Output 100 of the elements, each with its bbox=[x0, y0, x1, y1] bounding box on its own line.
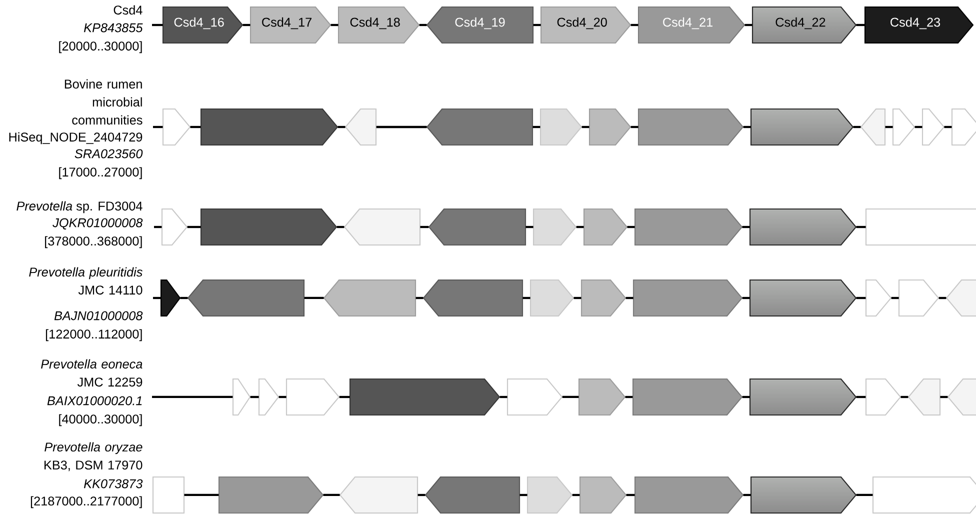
genome-line bbox=[152, 396, 233, 398]
genome-line bbox=[418, 494, 426, 496]
row-label: [20000..30000] bbox=[59, 41, 142, 54]
row-label: BAJN01000008 bbox=[54, 311, 143, 320]
gene-symbol bbox=[162, 108, 191, 146]
gene-symbol bbox=[872, 476, 976, 514]
genome-line bbox=[153, 126, 163, 128]
gene-symbol bbox=[530, 279, 574, 317]
gene-symbol bbox=[532, 208, 577, 246]
gene-symbol bbox=[579, 476, 627, 514]
genome-line bbox=[627, 226, 635, 228]
genome-line bbox=[526, 226, 534, 228]
gene-symbol bbox=[218, 476, 324, 514]
gene-symbol bbox=[946, 279, 976, 317]
genome-line bbox=[336, 226, 344, 228]
genome-line bbox=[630, 126, 638, 128]
gene-symbol bbox=[258, 378, 280, 416]
genome-line bbox=[242, 24, 250, 26]
row-label: [378000..368000] bbox=[45, 236, 142, 248]
gene-symbol bbox=[908, 378, 941, 416]
gene-symbol bbox=[428, 208, 526, 246]
gene-symbol bbox=[578, 378, 626, 416]
genome-line bbox=[625, 396, 633, 398]
genome-line bbox=[520, 494, 528, 496]
gene-symbol bbox=[749, 378, 857, 416]
gene-symbol bbox=[749, 279, 857, 317]
gene-symbol bbox=[860, 108, 886, 146]
row-label: Prevotella eoneca JMC 12259 bbox=[41, 359, 142, 387]
genome-line bbox=[743, 494, 751, 496]
genome-line bbox=[576, 226, 584, 228]
genome-line bbox=[856, 24, 865, 26]
gene-symbol bbox=[892, 108, 916, 146]
gene-symbol bbox=[349, 378, 500, 416]
genome-line bbox=[938, 296, 946, 300]
genome-line bbox=[339, 396, 350, 398]
genome-line bbox=[856, 396, 866, 398]
gene-symbol bbox=[898, 279, 940, 317]
gene-symbol bbox=[424, 476, 520, 514]
gene-symbol bbox=[200, 208, 338, 246]
row-label: [122000..112000] bbox=[46, 329, 142, 342]
gene-symbol bbox=[526, 476, 573, 514]
genome-line bbox=[416, 296, 424, 300]
genome-line bbox=[856, 494, 873, 496]
genome-line bbox=[522, 296, 530, 300]
genome-line bbox=[330, 24, 338, 26]
genome-line bbox=[376, 126, 427, 128]
genome-line bbox=[885, 126, 893, 128]
row-label: [17000..27000] bbox=[59, 167, 142, 180]
gene-symbol bbox=[922, 108, 945, 146]
genome-line bbox=[630, 24, 638, 26]
gene-symbol bbox=[865, 378, 902, 416]
genome-line bbox=[532, 126, 540, 128]
gene-symbol bbox=[161, 208, 188, 246]
row-label: BAIX01000020.1 bbox=[47, 396, 142, 406]
row-label: SRA023560 bbox=[74, 149, 143, 158]
gene-symbol bbox=[187, 279, 305, 317]
genome-line bbox=[420, 226, 429, 228]
genome-line bbox=[940, 396, 948, 398]
genome-line bbox=[856, 296, 866, 300]
gene-symbol bbox=[588, 108, 632, 146]
genome-line bbox=[743, 126, 751, 128]
genome-line bbox=[500, 396, 508, 398]
genome-line bbox=[184, 494, 219, 496]
row-label: KP843855 bbox=[84, 23, 143, 32]
gene-symbol bbox=[632, 279, 743, 317]
genome-line bbox=[152, 24, 163, 26]
gene-symbol bbox=[344, 208, 421, 246]
genome-line bbox=[419, 24, 427, 26]
genome-line bbox=[944, 126, 952, 128]
genome-line bbox=[190, 126, 201, 128]
gene-symbol bbox=[638, 108, 744, 146]
row-label: Prevotella oryzae KB3, DSM 17970 bbox=[44, 442, 142, 472]
row-label: Csd4 bbox=[114, 5, 142, 15]
gene-symbol bbox=[865, 279, 892, 317]
genome-line bbox=[154, 226, 162, 228]
genome-line bbox=[250, 396, 259, 398]
genome-line bbox=[187, 226, 201, 228]
genome-line bbox=[891, 296, 899, 300]
gene-symbol bbox=[506, 378, 563, 416]
gene-symbol bbox=[749, 208, 857, 246]
gene-symbol bbox=[426, 108, 534, 146]
gene-symbol bbox=[580, 279, 626, 317]
row-label: HiSeq_NODE_2404729 bbox=[9, 132, 142, 144]
gene-symbol bbox=[750, 108, 854, 146]
gene-symbol bbox=[339, 476, 418, 514]
genome-line bbox=[574, 296, 582, 300]
gene-symbol bbox=[632, 378, 743, 416]
genome-line bbox=[900, 396, 908, 398]
genome-line bbox=[278, 396, 286, 398]
genome-line bbox=[582, 126, 590, 128]
genome-line bbox=[853, 126, 861, 128]
row-label: [40000..30000] bbox=[59, 414, 142, 426]
gene-symbol bbox=[540, 108, 582, 146]
gene-symbol bbox=[286, 378, 340, 416]
gene-symbol bbox=[160, 279, 181, 317]
genome-line bbox=[304, 296, 324, 300]
genome-line bbox=[338, 126, 346, 128]
gene-box bbox=[152, 476, 185, 514]
genome-line bbox=[742, 296, 750, 300]
gene-symbol bbox=[344, 108, 377, 146]
